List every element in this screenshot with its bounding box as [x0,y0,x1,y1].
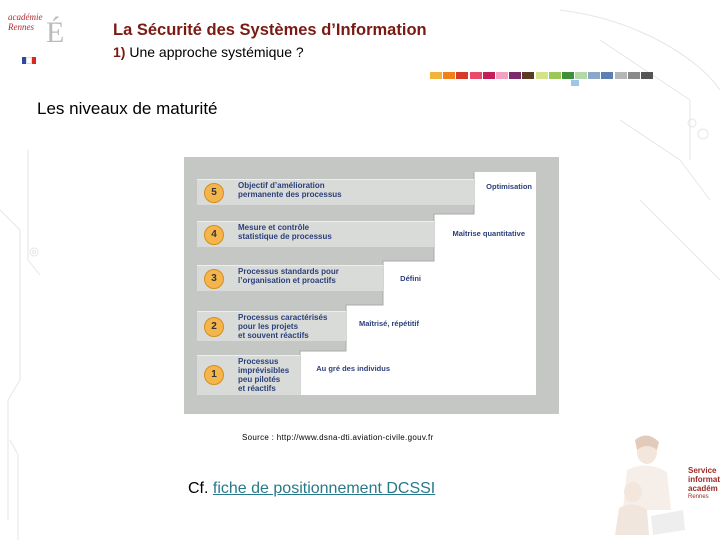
level-description: Objectif d’amélioration permanente des p… [238,181,342,199]
description-line: pour les projets [238,322,327,331]
page-title: La Sécurité des Systèmes d’Information [113,21,427,40]
level-row-2: 2 Processus caractérisés pour les projet… [197,311,346,341]
color-strip-accent [571,80,579,86]
stage-label-5: Optimisation [486,182,532,191]
level-badge: 4 [204,225,224,245]
description-line: imprévisibles [238,366,289,375]
description-line: Mesure et contrôle [238,223,332,232]
color-swatch [496,72,508,79]
service-line: académ [688,484,720,493]
level-row-3: 3 Processus standards pour l’organisatio… [197,265,383,291]
description-line: Processus [238,357,289,366]
description-line: et souvent réactifs [238,331,327,340]
section-heading: Les niveaux de maturité [37,99,218,119]
color-swatch [443,72,455,79]
description-line: l’organisation et proactifs [238,276,339,285]
description-line: Processus caractérisés [238,313,327,322]
source-caption: Source : http://www.dsna-dti.aviation-ci… [242,433,434,442]
subtitle-number: 1) [113,44,125,60]
color-swatch [549,72,561,79]
color-swatch [430,72,442,79]
color-swatch [536,72,548,79]
description-line: statistique de processus [238,232,332,241]
color-swatch [509,72,521,79]
stage-label-3: Défini [400,274,421,283]
description-line: peu pilotés [238,375,289,384]
level-badge: 5 [204,183,224,203]
color-swatch [470,72,482,79]
level-row-4: 4 Mesure et contrôle statistique de proc… [197,221,434,247]
color-swatch [628,72,640,79]
logo-text: académie Rennes [8,12,44,32]
color-swatch [456,72,468,79]
color-swatch [575,72,587,79]
stage-label-4: Maîtrise quantitative [452,229,525,238]
academy-logo: académie Rennes É [8,12,78,72]
service-line: Rennes [688,493,720,502]
stage-label-1: Au gré des individus [316,364,390,373]
color-swatch [615,72,627,79]
level-description: Processus imprévisibles peu pilotés et r… [238,357,289,393]
description-line: Objectif d’amélioration [238,181,342,190]
subtitle-text: Une approche systémique ? [129,44,303,60]
color-swatch [522,72,534,79]
level-badge: 2 [204,317,224,337]
level-badge: 1 [204,365,224,385]
level-badge: 3 [204,269,224,289]
color-swatch [601,72,613,79]
reference-line: Cf. fiche de positionnement DCSSI [188,480,435,498]
page-subtitle: 1) Une approche systémique ? [113,44,304,60]
color-strip [430,72,654,79]
level-description: Processus caractérisés pour les projets … [238,313,327,340]
level-description: Processus standards pour l’organisation … [238,267,339,285]
reference-prefix: Cf. [188,480,208,497]
color-swatch [562,72,574,79]
people-illustration [605,430,685,535]
description-line: Processus standards pour [238,267,339,276]
color-swatch [641,72,653,79]
description-line: et réactifs [238,384,289,393]
service-label: Service informati académ Rennes [688,466,720,502]
color-swatch [483,72,495,79]
color-swatch [588,72,600,79]
level-description: Mesure et contrôle statistique de proces… [238,223,332,241]
dcssi-link[interactable]: fiche de positionnement DCSSI [213,480,435,497]
stage-label-2: Maîtrisé, répétitif [359,319,419,328]
maturity-diagram: 5 Objectif d’amélioration permanente des… [184,157,559,414]
level-row-5: 5 Objectif d’amélioration permanente des… [197,179,474,205]
service-line: Service [688,466,720,475]
level-row-1: 1 Processus imprévisibles peu pilotés et… [197,355,300,395]
flag-icon [22,57,36,64]
service-line: informati [688,475,720,484]
logo-e-icon: É [46,16,64,50]
description-line: permanente des processus [238,190,342,199]
